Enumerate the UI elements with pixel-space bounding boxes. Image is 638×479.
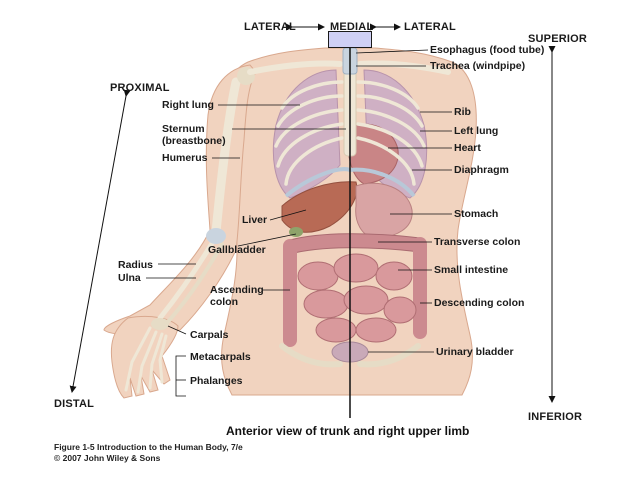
medial-highlight-box bbox=[328, 31, 372, 48]
distal-label: DISTAL bbox=[54, 398, 95, 410]
proximal-distal-arrow bbox=[69, 89, 131, 393]
right-clavicle bbox=[247, 60, 343, 75]
lateral-left-label: LATERAL bbox=[244, 21, 296, 33]
stomach-label: Stomach bbox=[454, 208, 499, 220]
heart-label: Heart bbox=[454, 142, 481, 154]
elbow-joint bbox=[206, 228, 226, 244]
figure-credit: Figure 1-5 Introduction to the Human Bod… bbox=[54, 442, 243, 452]
book-title: Introduction to the Human Body, 7/e bbox=[97, 442, 243, 452]
metacarpals-label: Metacarpals bbox=[190, 351, 251, 363]
transverse-colon-label: Transverse colon bbox=[434, 236, 521, 248]
rib-label: Rib bbox=[454, 106, 471, 118]
rib-cage bbox=[274, 80, 426, 186]
leader-lines-right bbox=[355, 49, 452, 353]
proximal-label: PROXIMAL bbox=[110, 82, 170, 94]
diaphragm-label: Diaphragm bbox=[454, 164, 509, 176]
radius-label: Radius bbox=[118, 259, 154, 271]
phalanges-label: Phalanges bbox=[190, 375, 243, 387]
stomach-shape bbox=[355, 182, 413, 239]
trachea-label: Trachea (windpipe) bbox=[430, 60, 526, 72]
ulna-bone bbox=[164, 242, 224, 326]
copyright-text: © 2007 John Wiley & Sons bbox=[54, 453, 161, 463]
humerus-label: Humerus bbox=[162, 152, 208, 164]
medial-label: MEDIAL bbox=[330, 21, 374, 33]
gallbladder-label: Gallbladder bbox=[208, 244, 266, 256]
esophagus-label: Esophagus (food tube) bbox=[430, 44, 545, 56]
radius-bone bbox=[157, 237, 217, 321]
left-clavicle bbox=[357, 60, 451, 75]
figure-caption: Anterior view of trunk and right upper l… bbox=[226, 424, 470, 438]
carpals-label: Carpals bbox=[190, 329, 229, 341]
ascending-colon-label: colon bbox=[210, 296, 238, 308]
breastbone-label: (breastbone) bbox=[162, 135, 226, 147]
ulna-label: Ulna bbox=[118, 272, 141, 284]
inferior-label: INFERIOR bbox=[528, 411, 583, 423]
small-intestine-shape bbox=[297, 253, 417, 343]
copyright-line: © 2007 John Wiley & Sons bbox=[54, 453, 160, 463]
liver-label: Liver bbox=[242, 214, 268, 226]
superior-label: SUPERIOR bbox=[528, 33, 588, 45]
pelvis-bone bbox=[279, 343, 421, 368]
leader-lines-left bbox=[146, 104, 346, 397]
gallbladder-shape bbox=[289, 227, 303, 237]
small-intestine-label: Small intestine bbox=[434, 264, 509, 276]
left-lung-label: Left lung bbox=[454, 125, 499, 137]
ascending-label: Ascending bbox=[210, 284, 264, 296]
wrist-joint bbox=[151, 318, 169, 330]
figure-number: Figure 1-5 bbox=[54, 442, 95, 452]
descending-colon-label: Descending colon bbox=[434, 297, 525, 309]
lateral-right-label: LATERAL bbox=[404, 21, 456, 33]
humerus-bone bbox=[211, 77, 241, 237]
hand-bones bbox=[124, 326, 168, 394]
right-lung-label: Right lung bbox=[162, 99, 214, 111]
sternum-label: Sternum bbox=[162, 123, 205, 135]
urinary-bladder-label: Urinary bladder bbox=[436, 346, 514, 358]
